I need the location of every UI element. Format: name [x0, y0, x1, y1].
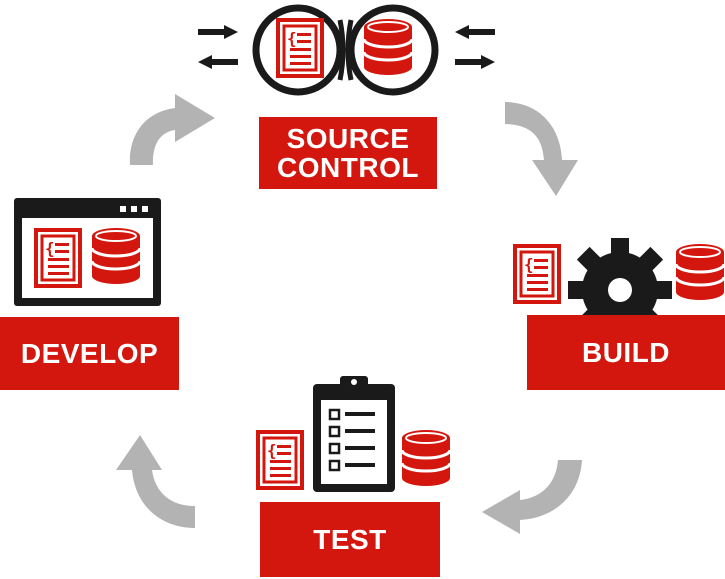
code-document-icon	[276, 18, 324, 78]
database-icon	[674, 242, 725, 302]
database-icon	[362, 17, 414, 77]
database-icon	[90, 226, 142, 286]
browser-window-icon	[14, 198, 161, 306]
test-icons	[256, 376, 452, 492]
develop-label: DEVELOP	[0, 317, 179, 390]
build-label-text: BUILD	[581, 336, 671, 368]
clipboard-checklist-icon	[313, 376, 395, 492]
database-icon	[400, 428, 452, 488]
code-document-icon	[513, 244, 561, 304]
source-control-label-line1: SOURCE	[286, 123, 410, 154]
code-document-icon	[256, 430, 304, 490]
test-label-text: TEST	[313, 523, 387, 555]
source-control-label-line2: CONTROL	[277, 152, 419, 183]
source-control-label: SOURCE CONTROL	[259, 117, 437, 189]
test-label: TEST	[260, 502, 440, 577]
source-control-repo-icon	[252, 4, 439, 96]
develop-label-text: DEVELOP	[20, 337, 159, 369]
cycle-arrow-icon	[116, 94, 582, 534]
build-label: BUILD	[527, 315, 725, 390]
code-document-icon	[34, 228, 82, 288]
